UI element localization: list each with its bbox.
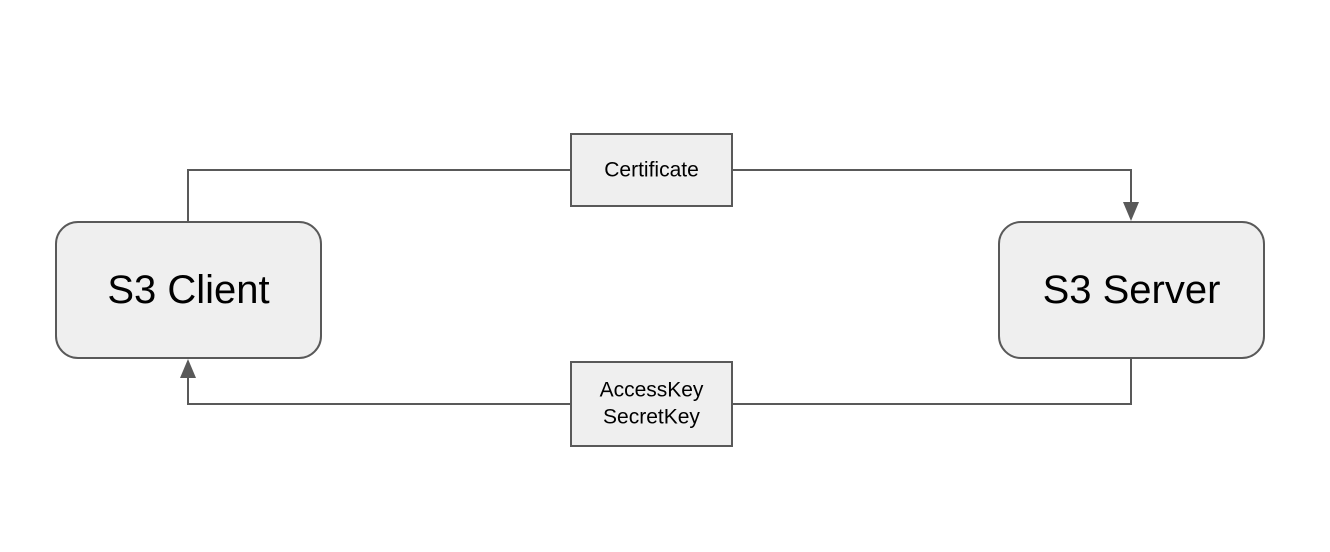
connector-client-to-certificate bbox=[187, 169, 571, 222]
s3-server-label: S3 Server bbox=[1043, 268, 1221, 312]
s3-client-box bbox=[55, 221, 322, 359]
credentials-label-box bbox=[570, 361, 733, 447]
s3-server-node: S3 Server bbox=[998, 221, 1265, 359]
edge-client-to-server: Certificate bbox=[187, 133, 1139, 222]
s3-client-node: S3 Client bbox=[55, 221, 322, 359]
arrowhead-down-icon bbox=[1123, 202, 1139, 221]
access-key-label: AccessKey bbox=[600, 379, 704, 402]
s3-client-label: S3 Client bbox=[107, 268, 269, 312]
connector-certificate-to-server bbox=[732, 169, 1132, 206]
connector-credentials-to-client bbox=[187, 374, 571, 405]
arrowhead-up-icon bbox=[180, 359, 196, 378]
connector-server-to-credentials bbox=[732, 358, 1132, 405]
certificate-label-box bbox=[570, 133, 733, 207]
secret-key-label: SecretKey bbox=[603, 406, 700, 429]
edge-server-to-client: AccessKey SecretKey bbox=[180, 358, 1132, 447]
s3-server-box bbox=[998, 221, 1265, 359]
certificate-label: Certificate bbox=[604, 159, 699, 182]
